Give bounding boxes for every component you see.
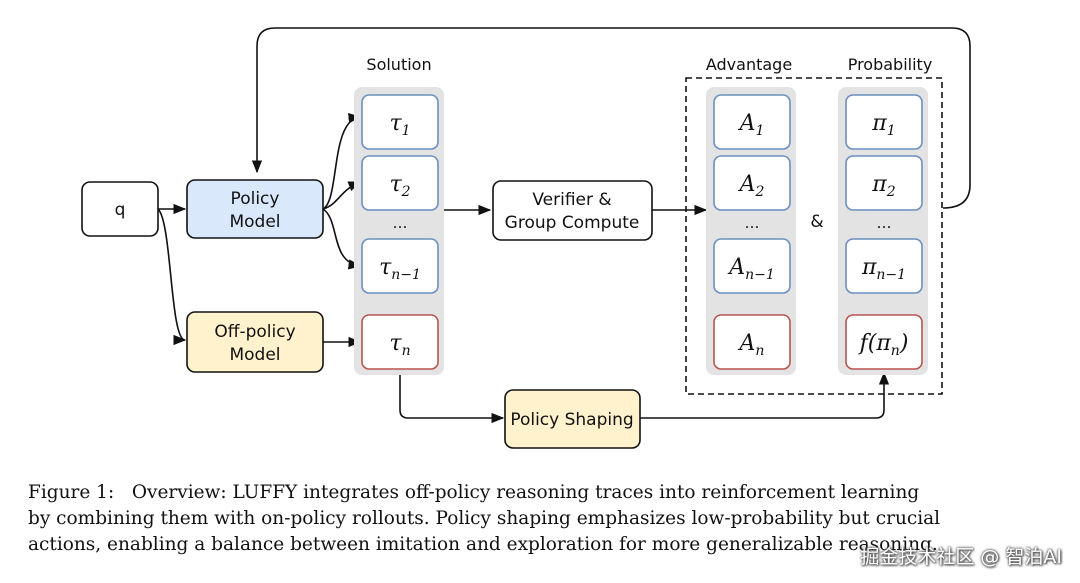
probability-item-box bbox=[845, 155, 923, 211]
solution-ellipsis: … bbox=[393, 214, 408, 232]
edge-shaping-to-fpin bbox=[640, 371, 890, 419]
caption-line: by combining them with on-policy rollout… bbox=[28, 508, 941, 529]
off-policy-model-line1: Off-policy bbox=[214, 322, 295, 342]
probability-item-box bbox=[845, 238, 923, 294]
solution-item-box bbox=[361, 94, 439, 150]
edges bbox=[157, 27, 971, 424]
solution-item-box bbox=[361, 238, 439, 294]
caption-line: Figure 1: Overview: LUFFY integrates off… bbox=[28, 482, 920, 503]
probability-item-box bbox=[845, 94, 923, 150]
probability-item-label: f(πn) bbox=[858, 331, 909, 359]
verifier-line2: Group Compute bbox=[505, 213, 640, 233]
advantage-probability-group bbox=[685, 77, 943, 395]
policy-shaping-node: Policy Shaping bbox=[504, 389, 641, 449]
watermark-text: 掘金技术社区 @ 智泊AI bbox=[860, 546, 1062, 568]
query-label: q bbox=[115, 200, 126, 220]
ampersand-label: & bbox=[810, 212, 823, 232]
solution-header: Solution bbox=[366, 55, 431, 74]
policy-model-node: Policy Model bbox=[186, 179, 324, 239]
policy-shaping-label: Policy Shaping bbox=[510, 410, 633, 430]
solution-item-label: τn−1 bbox=[379, 255, 421, 283]
advantage-item-label: An bbox=[738, 331, 765, 359]
caption-line: actions, enabling a balance between imit… bbox=[28, 534, 938, 555]
solution-item-label: τn bbox=[389, 331, 410, 359]
advantage-item-box bbox=[713, 155, 791, 211]
edge-policy-to-tau1 bbox=[322, 113, 362, 210]
probability-item-label: π2 bbox=[871, 172, 895, 200]
solution-item-box bbox=[361, 155, 439, 211]
off-policy-model-node: Off-policy Model bbox=[186, 311, 324, 373]
edge-taun-to-shaping bbox=[399, 372, 505, 424]
probability-item-label: πn−1 bbox=[861, 255, 906, 283]
advantage-item-label: A1 bbox=[738, 111, 765, 139]
query-node: q bbox=[81, 181, 159, 237]
probability-items: π1 π2 … πn−1 f(πn) bbox=[845, 94, 923, 370]
verifier-line1: Verifier & bbox=[532, 190, 611, 210]
probability-item-box bbox=[845, 314, 923, 370]
luffy-overview-diagram: q Policy Model Off-policy Model Solution… bbox=[81, 27, 971, 449]
figure-caption: Figure 1: Overview: LUFFY integrates off… bbox=[28, 480, 1038, 558]
policy-model-line1: Policy bbox=[231, 189, 280, 209]
probability-ellipsis: … bbox=[877, 214, 892, 232]
advantage-ellipsis: … bbox=[745, 214, 760, 232]
advantage-item-label: A2 bbox=[738, 172, 765, 200]
probability-item-label: π1 bbox=[871, 111, 895, 139]
advantage-item-box bbox=[713, 94, 791, 150]
edge-policy-to-taun1 bbox=[322, 208, 362, 270]
off-policy-model-line2: Model bbox=[229, 345, 280, 365]
edge-q-to-offpolicy bbox=[157, 208, 187, 346]
advantage-header: Advantage bbox=[706, 55, 792, 74]
solution-item-box bbox=[361, 314, 439, 370]
advantage-item-box bbox=[713, 238, 791, 294]
edge-feedback-loop bbox=[251, 27, 971, 209]
verifier-node: Verifier & Group Compute bbox=[492, 180, 653, 241]
probability-header: Probability bbox=[848, 55, 933, 74]
solution-items: τ1 τ2 … τn−1 τn bbox=[361, 94, 439, 370]
solution-item-label: τ1 bbox=[389, 111, 410, 139]
solution-item-label: τ2 bbox=[389, 172, 410, 200]
policy-model-line2: Model bbox=[229, 212, 280, 232]
advantage-item-label: An−1 bbox=[727, 255, 775, 283]
advantage-item-box bbox=[713, 314, 791, 370]
